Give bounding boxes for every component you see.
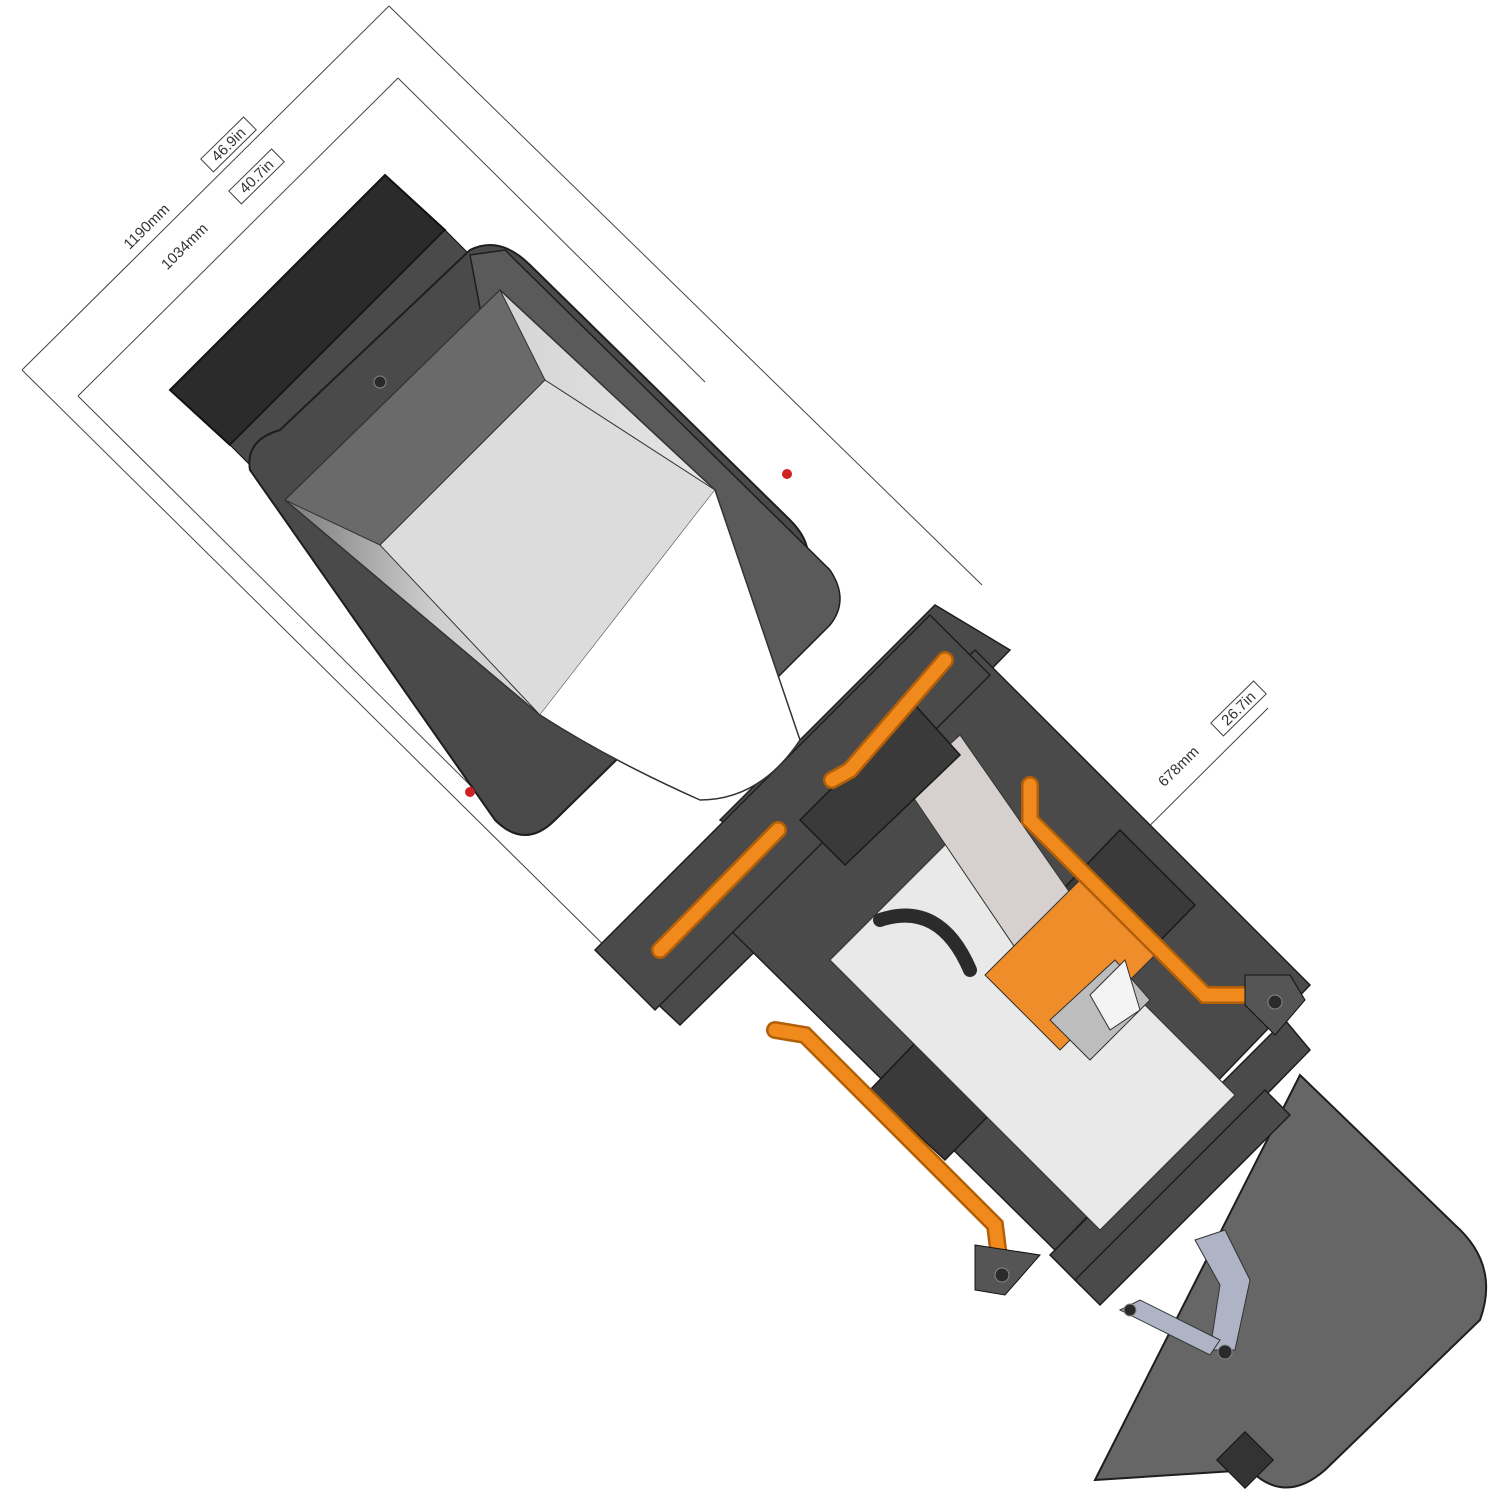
dim-1034-metric: 1034mm xyxy=(158,220,212,273)
rear-deck xyxy=(1093,1073,1488,1489)
svg-text:1034mm: 1034mm xyxy=(158,220,212,273)
dim-678-metric: 678mm xyxy=(1155,743,1203,790)
svg-text:40.7in: 40.7in xyxy=(236,156,277,197)
svg-text:1190mm: 1190mm xyxy=(120,201,173,253)
side-brackets xyxy=(974,974,1306,1296)
hopper-chute xyxy=(283,288,801,801)
linkage-arm xyxy=(1118,1229,1251,1360)
svg-text:678mm: 678mm xyxy=(1155,743,1203,790)
svg-text:46.9in: 46.9in xyxy=(208,124,249,165)
dim-1034-imperial: 40.7in xyxy=(236,156,277,197)
dim-1190-imperial: 46.9in xyxy=(208,124,249,165)
orange-tubes xyxy=(651,651,1264,1274)
dim-1190-metric: 1190mm xyxy=(120,201,173,253)
